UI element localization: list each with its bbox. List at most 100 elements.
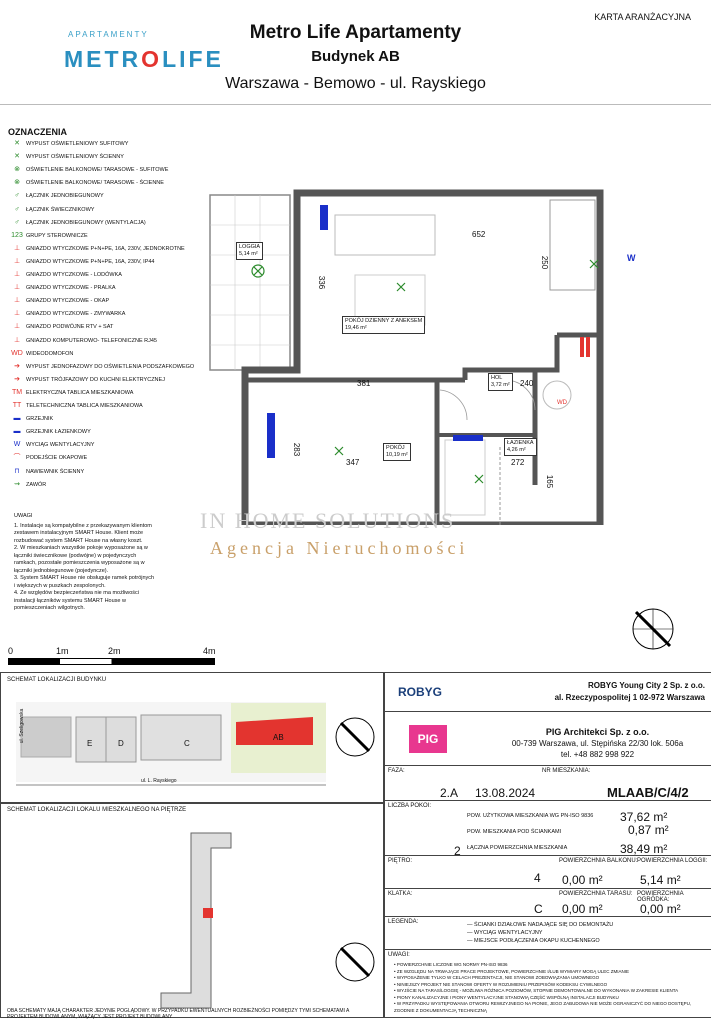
legend-item: ▬ GRZEJNIK (8, 415, 54, 423)
legend-item: ⊥ GNIAZDO PODWÓJNE RTV + SAT (8, 323, 114, 331)
dim-283: 283 (292, 442, 302, 457)
w-icon: W (13, 441, 21, 449)
note-line: zestawem instalacyjnym SMART House. Klie… (14, 530, 144, 536)
legend-item: ⊗OŚWIETLENIE BALKONOWE/ TARASOWE - SUFIT… (8, 166, 169, 174)
note-line: pomieszczeniach wilgotnych. (14, 605, 85, 611)
remark-line: • PIONY KANALIZACYJNE I PIONY WENTYLACYJ… (394, 994, 619, 1000)
dim-381: 381 (357, 379, 371, 388)
watermark-agency: Agencja Nieruchomości (210, 538, 469, 558)
header-divider (0, 104, 711, 105)
legend-item-label: OŚWIETLENIE BALKONOWE/ TARASOWE - SUFITO… (26, 167, 169, 174)
legend-item-label: GRZEJNIK (26, 416, 54, 423)
legend-item: ♂ ŁĄCZNIK JEDNOBIEGUNOWY (WENTYLACJA) (8, 218, 146, 226)
legend-item-label: GRZEJNIK ŁAZIENKOWY (26, 429, 91, 436)
switch-icon: ♂ (14, 205, 20, 213)
legend-item: W WYCIĄG WENTYLACYJNY (8, 441, 95, 449)
legend-item: ⊥ GNIAZDO WTYCZKOWE P+N+PE, 16A, 230V, JE… (8, 244, 185, 252)
legend-item-label: NAWIEWNIK ŚCIENNY (26, 468, 85, 475)
legend-item-label: WYPUST JEDNOFAZOWY DO OŚWIETLENIA PODSZA… (26, 363, 195, 370)
floor-location-panel: SCHEMAT LOKALIZACJI LOKALU MIESZKALNEGO … (0, 802, 385, 1020)
switch-icon: ♂ (14, 218, 20, 226)
architect-logo: PIG (409, 725, 447, 753)
legend-item: ➔WYPUST JEDNOFAZOWY DO OŚWIETLENIA PODSZ… (8, 363, 195, 370)
legend-item-label: GNIAZDO WTYCZKOWE - ZMYWARKA (26, 311, 126, 318)
socket-icon: ⊥ (13, 257, 21, 265)
dim-165: 165 (545, 474, 555, 489)
legend-item-label: GNIAZDO WTYCZKOWE P+N+PE, 16A, 230V, IP4… (26, 258, 155, 265)
legend-item: ⊥GNIAZDO WTYCZKOWE - PRALKA (8, 284, 116, 292)
legend-item-label: OŚWIETLENIE BALKONOWE/ TARASOWE - ŚCIENN… (26, 180, 164, 187)
legend-item: ⊥ GNIAZDO WTYCZKOWE P+N+PE, 16A, 230V, IP… (8, 257, 155, 265)
legend-item-label: ŁĄCZNIK JEDNOBIEGUNOWY (26, 193, 104, 200)
legend-item-label: WYPUST TRÓJFAZOWY DO KUCHNI ELEKTRYCZNEJ (26, 376, 165, 383)
socket-icon: ⊥ (13, 310, 21, 318)
note-line: rozbudować system SMART House na własny … (14, 537, 143, 544)
dim-250: 250 (540, 255, 550, 270)
page-title: Metro Life Apartamenty (249, 22, 462, 43)
legend-item-label: GNIAZDO WTYCZKOWE - PRALKA (26, 285, 116, 292)
socket-icon: ⊥ (13, 271, 21, 278)
legend-item: ⊓ NAWIEWNIK ŚCIENNY (8, 467, 85, 475)
note-line: ramkach, pozostałe pomieszczenia wyposaż… (14, 560, 145, 566)
socket-icon: ⊥ (13, 323, 21, 331)
radiator-icon: ▬ (13, 415, 21, 423)
legend-item: ✕WYPUST OŚWIETLENIOWY ŚCIENNY (8, 153, 124, 161)
apartment-number: MLAAB/C/4/2 (607, 785, 689, 800)
legend-item-label: GNIAZDO KOMPUTEROWO- TELEFONICZNE RJ45 (26, 337, 157, 344)
legend-item: ➔ WYPUST TRÓJFAZOWY DO KUCHNI ELEKTRYCZNE… (8, 375, 165, 383)
legend-item-label: GNIAZDO WTYCZKOWE - LODÓWKA (26, 272, 122, 278)
radiator-icon: ▬ (13, 428, 21, 436)
remark-line: • WYJŚCIE NA TARAS/LOGGIĘ - MOŻLIWA RÓŻN… (394, 988, 679, 993)
notes-title: UWAGI (14, 513, 33, 519)
legend-item-label: GNIAZDO WTYCZKOWE P+N+PE, 16A, 230V, JED… (26, 245, 185, 252)
info-panel: ROBYG ROBYG Young City 2 Sp. z o.o. al. … (383, 672, 711, 1018)
remark-line: • NINIEJSZY PROJEKT NIE STANOWI OFERTY W… (394, 981, 608, 987)
legend-item-label: GNIAZDO WTYCZKOWE - OKAP (26, 298, 110, 305)
socket-icon: ⊥ (13, 336, 21, 344)
address: Warszawa - Bemowo - ul. Rayskiego (225, 75, 486, 92)
remark-line: • ZE WZGLĘDU NA TRWAJĄCE PRACE PROJEKTOW… (394, 968, 630, 974)
investor-logo: ROBYG (398, 685, 443, 699)
hood-icon: ⌒ (13, 454, 21, 462)
document-type: KARTA ARANŻACYJNA (594, 12, 691, 22)
site-plan-panel: SCHEMAT LOKALIZACJI BUDYNKU E D C AB ul.… (0, 672, 385, 804)
legend-item: ⊗OŚWIETLENIE BALKONOWE/ TARASOWE - ŚCIEN… (8, 179, 164, 187)
vent-icon: ⊓ (14, 467, 20, 475)
arrow-icon: ➔ (14, 375, 20, 383)
legend-item: ⊥ GNIAZDO WTYCZKOWE - LODÓWKA (8, 271, 122, 278)
building-name: Budynek AB (311, 48, 400, 65)
ventilation-w-icon: W (627, 253, 636, 263)
legend-item-label: ŁĄCZNIK JEDNOBIEGUNOWY (WENTYLACJA) (26, 219, 146, 226)
socket-icon: ⊥ (13, 244, 21, 252)
legend-item: ⊥GNIAZDO WTYCZKOWE - OKAP (8, 297, 110, 305)
notes: UWAGI 1. Instalacje są kompatybilne z pr… (14, 513, 194, 613)
legend-item-label: WIDEODOMOFON (26, 350, 74, 357)
note-line: łączniki świecznikowe (podwójne) w pojed… (14, 552, 137, 559)
floor-compass-icon (335, 942, 375, 982)
remark-line: • W PRZYPADKU WYSTĘPOWANIA OTWORU REWIZY… (394, 1001, 692, 1013)
legend-item-label: PODEJŚCIE OKAPOWE (26, 455, 88, 462)
legend-entry: — ŚCIANKI DZIAŁOWE NADAJĄCE SIĘ DO DEMON… (467, 922, 614, 928)
legend-item: ⊥ GNIAZDO KOMPUTEROWO- TELEFONICZNE RJ45 (8, 336, 157, 344)
legend-item-label: GNIAZDO PODWÓJNE RTV + SAT (26, 324, 114, 331)
wd-icon: WD (11, 349, 23, 357)
wd-marker: WD (557, 400, 567, 406)
legend-item: ⇝ZAWÓR (8, 481, 46, 488)
legend-item: ⌒ PODEJŚCIE OKAPOWE (8, 454, 88, 462)
legend-item: ✕WYPUST OŚWIETLENIOWY SUFITOWY (8, 140, 128, 147)
legend-item-label: TELETECHNICZNA TABLICA MIESZKANIOWA (26, 403, 143, 409)
note-line: instalacji łączników systemu SMART House… (14, 597, 126, 604)
logo-subtitle: APARTAMENTY (68, 30, 149, 39)
dim-652: 652 (472, 230, 486, 239)
legend-item-label: WYPUST OŚWIETLENIOWY ŚCIENNY (26, 154, 124, 161)
legend-item: ⊥ GNIAZDO WTYCZKOWE - ZMYWARKA (8, 310, 126, 318)
legend-item-label: WYCIĄG WENTYLACYJNY (26, 442, 95, 449)
dim-272: 272 (511, 458, 525, 467)
